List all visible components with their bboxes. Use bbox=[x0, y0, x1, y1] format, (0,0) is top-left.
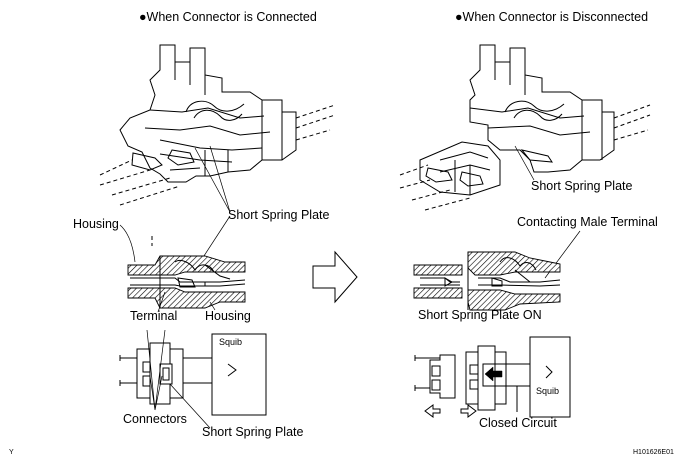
label-short-spring-plate-left: Short Spring Plate bbox=[228, 208, 329, 222]
disconnected-cross-section bbox=[413, 251, 561, 311]
label-contacting-male-terminal: Contacting Male Terminal bbox=[517, 215, 658, 229]
heading-disconnected: ●When Connector is Disconnected bbox=[455, 10, 648, 24]
label-housing-left: Housing bbox=[73, 217, 119, 231]
label-short-spring-plate-top-right: Short Spring Plate bbox=[531, 179, 632, 193]
label-squib-left: Squib bbox=[219, 337, 242, 347]
footer-left-mark: Y bbox=[9, 449, 14, 456]
connected-cross-section bbox=[127, 236, 246, 309]
label-housing-bottom: Housing bbox=[205, 309, 251, 323]
label-short-spring-plate-on: Short Spring Plate ON bbox=[418, 308, 542, 322]
right-arrow-icon bbox=[312, 250, 358, 304]
heading-connected: ●When Connector is Connected bbox=[139, 10, 317, 24]
figure-id: H101626E01 bbox=[633, 449, 674, 456]
disconnected-connector-drawing bbox=[399, 44, 651, 211]
disconnected-circuit bbox=[414, 336, 571, 418]
label-connectors: Connectors bbox=[123, 412, 187, 426]
double-arrow-icon bbox=[424, 404, 477, 418]
label-terminal: Terminal bbox=[130, 309, 177, 323]
label-squib-right: Squib bbox=[536, 386, 559, 396]
label-short-spring-plate-bottom: Short Spring Plate bbox=[202, 425, 303, 439]
connected-connector-drawing bbox=[99, 44, 336, 206]
label-closed-circuit: Closed Circuit bbox=[479, 416, 557, 430]
connected-circuit bbox=[119, 333, 267, 416]
